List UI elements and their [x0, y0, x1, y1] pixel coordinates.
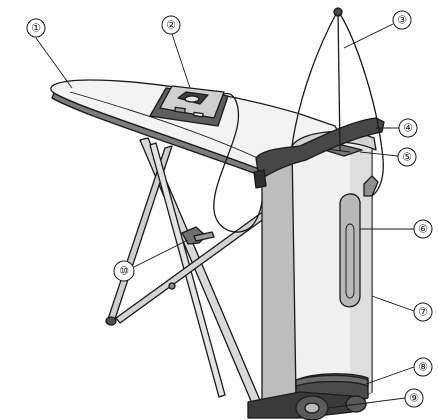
leader-lines — [35, 23, 415, 409]
carry-handle — [255, 117, 385, 177]
iron-button — [174, 106, 186, 114]
leader-8 — [365, 366, 415, 385]
iron-cord — [213, 92, 264, 233]
callout-1-label: ① — [31, 22, 41, 35]
callout-7-label: ⑦ — [418, 306, 428, 319]
water-tank-inner — [345, 223, 355, 299]
callout-1-circle — [26, 18, 46, 38]
hose-hanger — [291, 7, 384, 197]
board-seam — [69, 91, 263, 161]
steam-hose-right — [339, 13, 384, 197]
iron-handle-hole — [184, 95, 200, 103]
callout-7-circle — [413, 302, 433, 322]
callout-4-label: ④ — [403, 122, 413, 135]
tank-latch — [363, 175, 379, 197]
callout-2-circle — [161, 15, 181, 35]
callout-8-label: ⑧ — [418, 361, 428, 374]
handle-clip — [253, 169, 267, 189]
leader-1 — [35, 37, 73, 89]
base-unit-top — [295, 374, 369, 387]
steam-hose-left — [291, 13, 337, 147]
hanger-rod — [337, 11, 341, 151]
callout-9-label: ⑨ — [409, 392, 419, 405]
board-stand — [105, 137, 273, 409]
transport-wheel-hub — [304, 402, 320, 414]
leader-9 — [327, 397, 406, 409]
leg-foot — [105, 316, 117, 326]
steam-tower — [247, 130, 379, 420]
callout-2-label: ② — [166, 19, 176, 32]
callout-10-circle — [113, 260, 135, 282]
callouts: ① ② ③ ④ ⑤ ⑥ ⑦ ⑧ ⑨ ⑩ — [26, 10, 433, 408]
callout-4-circle — [398, 118, 418, 138]
callout-3-label: ③ — [397, 14, 407, 27]
callout-9-circle — [404, 388, 424, 408]
leader-5 — [359, 151, 399, 157]
callout-3-circle — [392, 10, 412, 30]
callout-6-circle — [413, 219, 433, 239]
leader-10 — [133, 239, 189, 268]
leader-2 — [171, 33, 191, 89]
callout-10-label: ⑩ — [119, 265, 129, 278]
rod-knob — [168, 282, 176, 290]
callout-5-label: ⑤ — [402, 151, 412, 164]
leader-7 — [371, 295, 415, 312]
leader-3 — [343, 23, 394, 49]
callout-6-label: ⑥ — [418, 223, 428, 236]
steam-iron — [149, 85, 229, 127]
callout-5-circle — [397, 147, 417, 167]
callout-8-circle — [413, 357, 433, 377]
height-lever-grip — [193, 231, 215, 242]
iron-label — [193, 111, 204, 118]
water-tank-window — [339, 193, 361, 308]
iron-rest-stripe — [325, 148, 351, 153]
